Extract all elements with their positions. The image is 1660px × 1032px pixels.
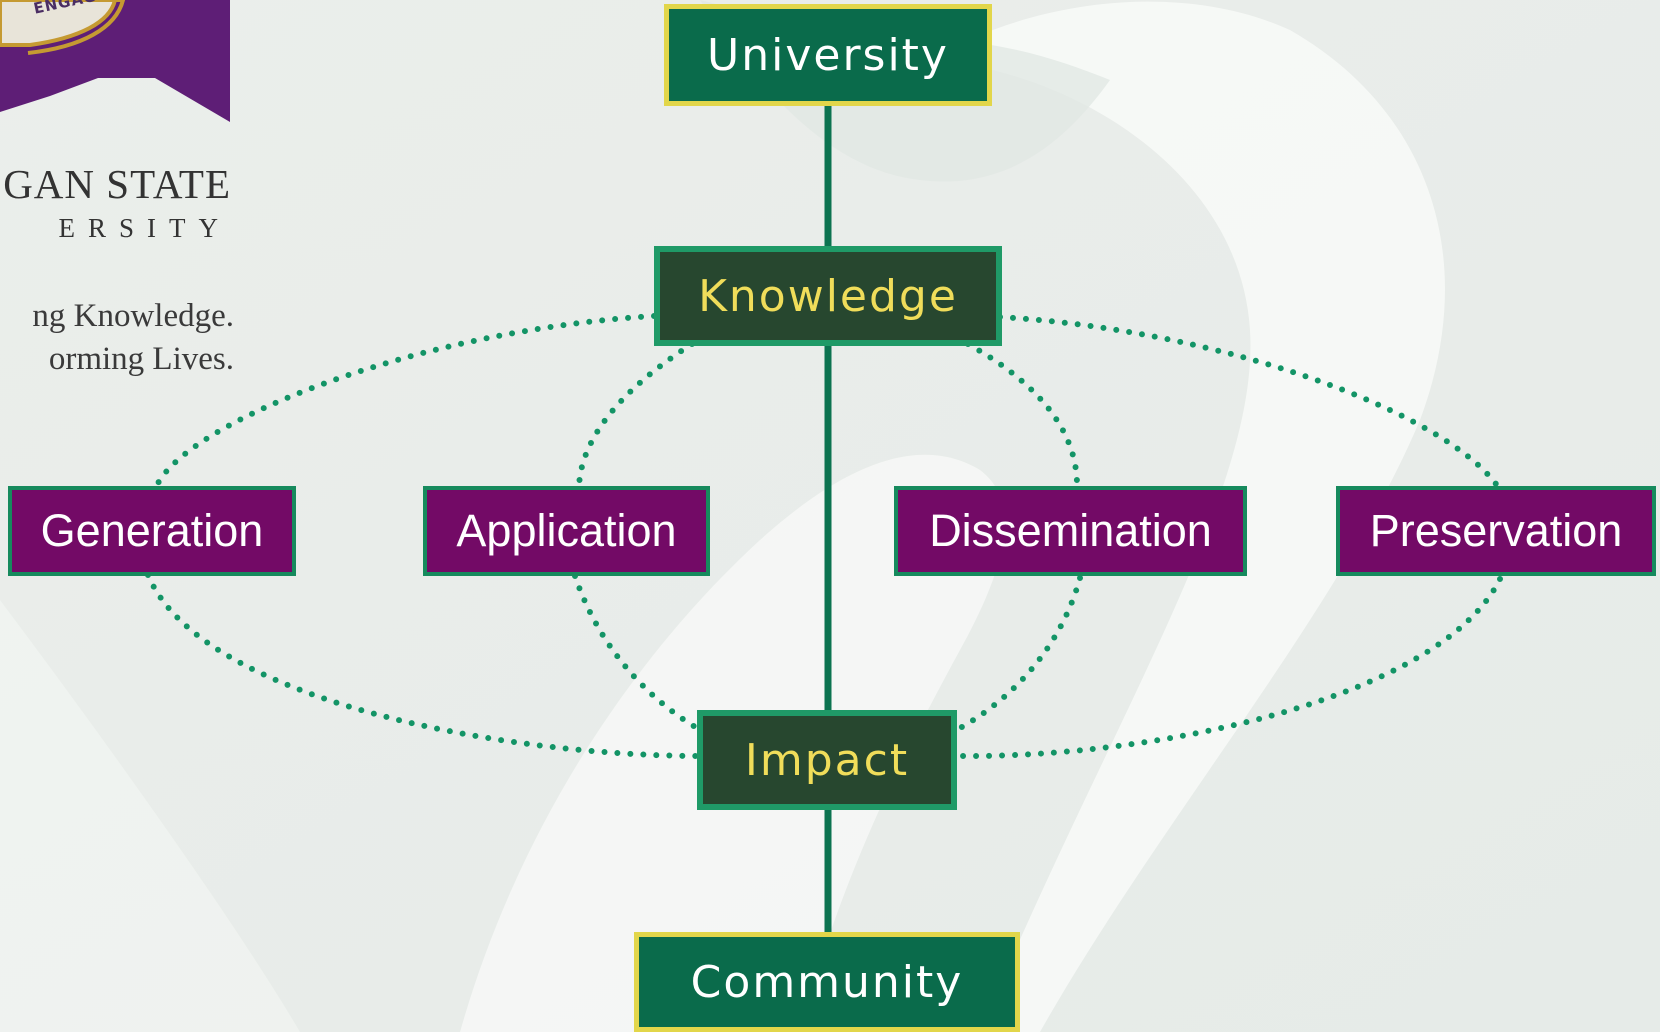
dotted-generation-impact xyxy=(145,572,699,759)
university-name-line1: GAN STATE xyxy=(3,161,231,207)
impact-node: Impact xyxy=(697,710,957,810)
university-name-line2: ERSITY xyxy=(58,213,231,243)
generation-stage: Generation xyxy=(8,486,296,576)
university-logo: ENGAGE GAN STATE ERSITY ng Knowledge. or… xyxy=(0,0,250,400)
dotted-application-impact xyxy=(572,573,700,731)
dotted-knowledge-preservation xyxy=(997,314,1499,487)
logo-banner xyxy=(0,0,230,122)
tagline-line2: orming Lives. xyxy=(48,341,234,377)
dotted-knowledge-application xyxy=(576,341,695,491)
dotted-dissemination-impact xyxy=(957,575,1083,731)
university-node: University xyxy=(664,4,992,106)
dotted-preservation-impact xyxy=(957,576,1503,760)
knowledge-node: Knowledge xyxy=(654,246,1002,346)
preservation-stage: Preservation xyxy=(1336,486,1656,576)
dotted-knowledge-dissemination xyxy=(965,341,1081,491)
application-stage: Application xyxy=(423,486,710,576)
community-node: Community xyxy=(634,932,1020,1032)
dissemination-stage: Dissemination xyxy=(894,486,1247,576)
tagline-line1: ng Knowledge. xyxy=(32,298,234,334)
